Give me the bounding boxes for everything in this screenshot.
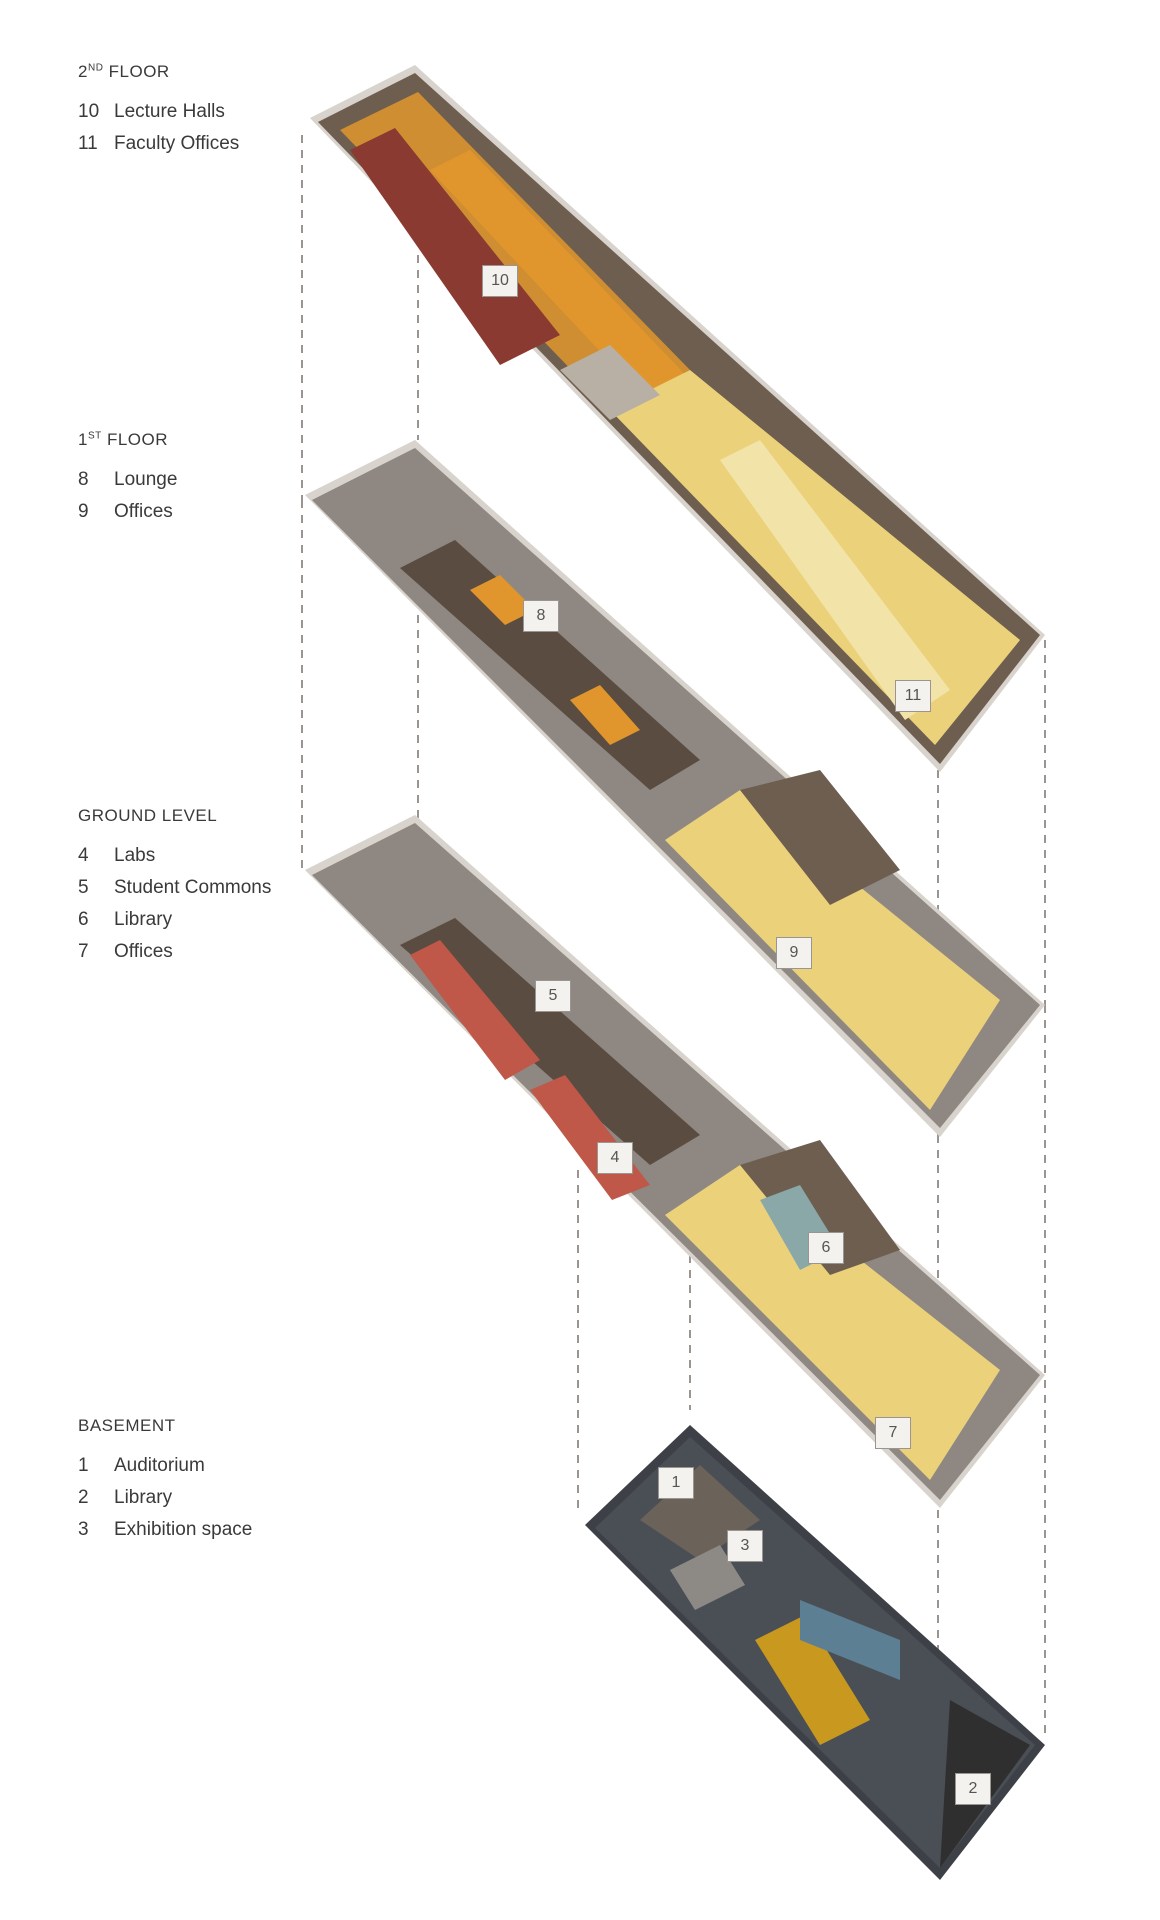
room-tag-5: 5 bbox=[535, 980, 571, 1012]
room-tag-6: 6 bbox=[808, 1232, 844, 1264]
second-floor-plate bbox=[310, 65, 1045, 772]
room-tag-10: 10 bbox=[482, 265, 518, 297]
room-tag-4: 4 bbox=[597, 1142, 633, 1174]
basement-plate bbox=[585, 1425, 1045, 1880]
ground-level-plate bbox=[305, 815, 1045, 1508]
room-tag-8: 8 bbox=[523, 600, 559, 632]
legend-title: BASEMENT bbox=[78, 1416, 176, 1435]
legend-title: 1ST FLOOR bbox=[78, 430, 169, 449]
legend-title: 2ND FLOOR bbox=[78, 62, 170, 81]
room-tag-9: 9 bbox=[776, 937, 812, 969]
room-tag-2: 2 bbox=[955, 1773, 991, 1805]
legend-title: GROUND LEVEL bbox=[78, 806, 218, 825]
room-tag-11: 11 bbox=[895, 680, 931, 712]
room-tag-7: 7 bbox=[875, 1417, 911, 1449]
first-floor-plate bbox=[305, 440, 1045, 1137]
room-tag-3: 3 bbox=[727, 1530, 763, 1562]
room-tag-1: 1 bbox=[658, 1467, 694, 1499]
